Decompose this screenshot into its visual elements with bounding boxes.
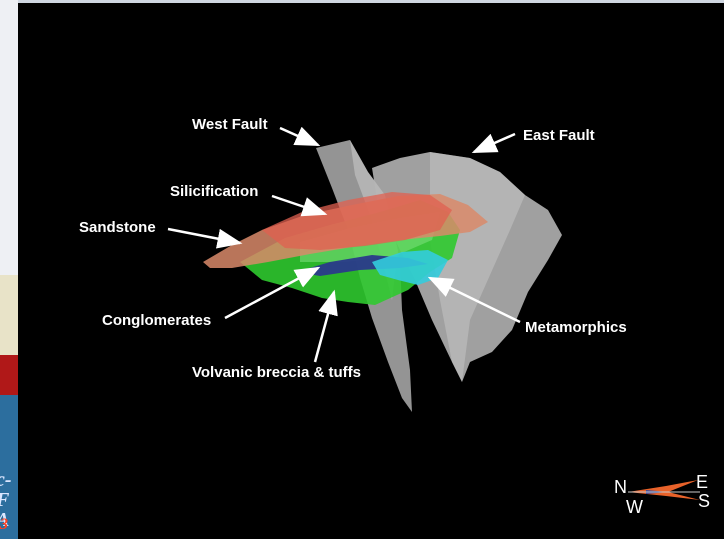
- sandstone-label: Sandstone: [79, 219, 156, 236]
- west-fault-arrow: [280, 128, 318, 145]
- volcanic-breccia-label: Volvanic breccia & tuffs: [192, 364, 361, 381]
- compass-east-label: E: [696, 473, 708, 491]
- east-fault-label: East Fault: [523, 127, 595, 144]
- compass-rose: N E S W: [606, 470, 716, 520]
- background-slide-strip: c-F , A 3: [0, 0, 18, 539]
- silicification-label: Silicification: [170, 183, 258, 200]
- sandstone-arrow: [168, 229, 240, 243]
- conglomerates-label: Conglomerates: [102, 312, 211, 329]
- compass-south-label: S: [698, 492, 710, 510]
- strip-red-band: [0, 355, 18, 395]
- compass-west-label: W: [626, 498, 643, 516]
- metamorphics-label: Metamorphics: [525, 319, 627, 336]
- geology-3d-model: [18, 0, 724, 539]
- east-fault-arrow: [474, 134, 515, 152]
- west-fault-label: West Fault: [192, 116, 268, 133]
- silicification-arrow: [272, 196, 325, 214]
- compass-north-label: N: [614, 478, 627, 496]
- strip-beige-band: [0, 275, 18, 355]
- volcanic-breccia-arrow: [315, 292, 334, 362]
- strip-text-line3: 3: [0, 515, 8, 535]
- strip-light-band: [0, 0, 18, 275]
